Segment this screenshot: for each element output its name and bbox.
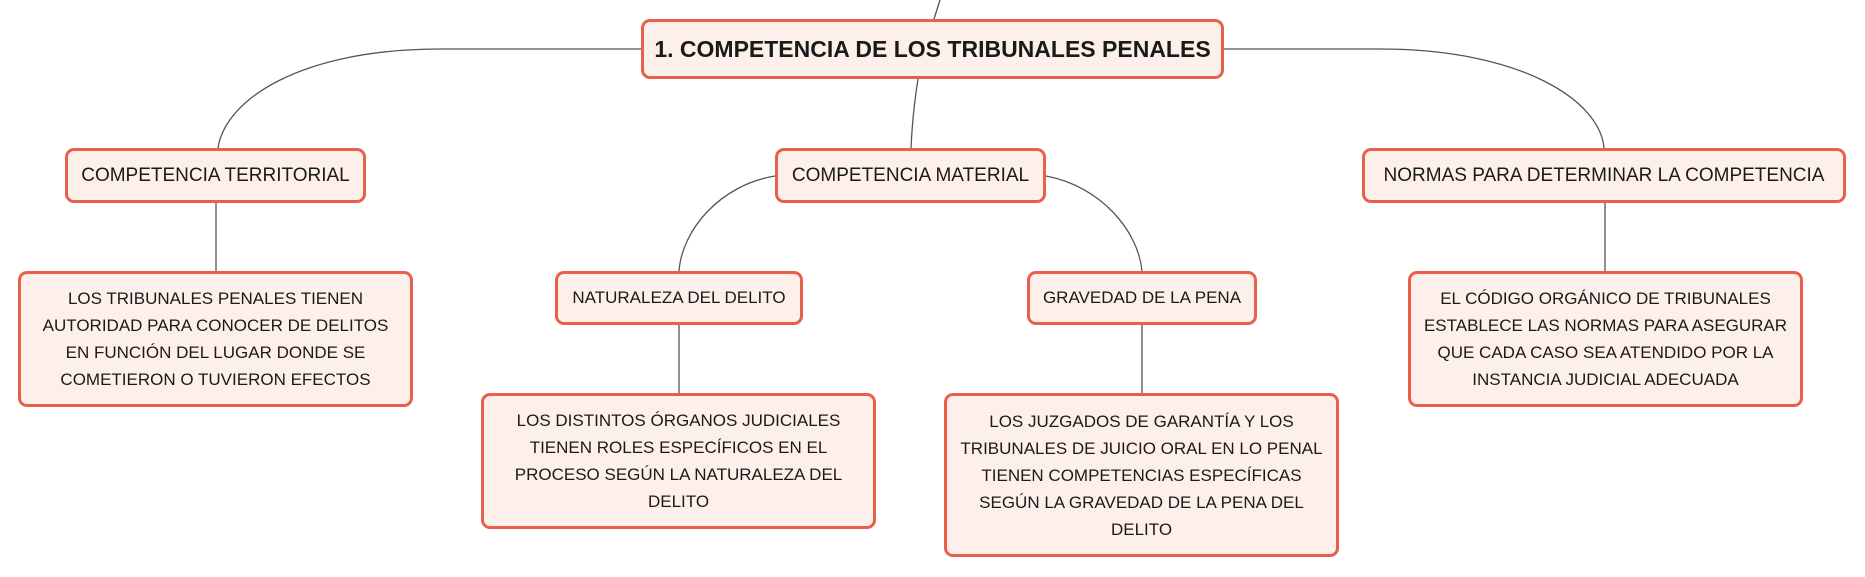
branch-node-material[interactable]: COMPETENCIA MATERIAL bbox=[775, 148, 1046, 203]
connector-root-material bbox=[910, 78, 919, 149]
connector-parent-root bbox=[933, 0, 941, 20]
sub-node-gravedad[interactable]: GRAVEDAD DE LA PENA bbox=[1027, 271, 1257, 325]
branch-node-material-label: COMPETENCIA MATERIAL bbox=[791, 164, 1030, 186]
root-node-label: 1. COMPETENCIA DE LOS TRIBUNALES PENALES bbox=[654, 35, 1211, 62]
sub-node-gravedad-label: GRAVEDAD DE LA PENA bbox=[1042, 288, 1242, 307]
branch-node-territorial-label: COMPETENCIA TERRITORIAL bbox=[81, 164, 350, 186]
sub-node-naturaleza[interactable]: NATURALEZA DEL DELITO bbox=[555, 271, 803, 325]
connector-root-normas bbox=[1224, 48, 1605, 149]
branch-node-normas[interactable]: NORMAS PARA DETERMINAR LA COMPETENCIA bbox=[1362, 148, 1846, 203]
connector-material-naturaleza bbox=[678, 175, 776, 272]
sub-node-naturaleza-label: NATURALEZA DEL DELITO bbox=[572, 288, 786, 307]
leaf-node-normas-description-text: EL CÓDIGO ORGÁNICO DE TRIBUNALES ESTABLE… bbox=[1423, 289, 1788, 389]
leaf-node-normas-description[interactable]: EL CÓDIGO ORGÁNICO DE TRIBUNALES ESTABLE… bbox=[1408, 271, 1803, 407]
branch-node-territorial[interactable]: COMPETENCIA TERRITORIAL bbox=[65, 148, 366, 203]
connector-material-gravedad bbox=[1045, 175, 1143, 272]
root-node[interactable]: 1. COMPETENCIA DE LOS TRIBUNALES PENALES bbox=[641, 19, 1224, 79]
connector-root-territorial bbox=[217, 48, 641, 149]
leaf-node-gravedad-description[interactable]: LOS JUZGADOS DE GARANTÍA Y LOS TRIBUNALE… bbox=[944, 393, 1339, 557]
branch-node-normas-label: NORMAS PARA DETERMINAR LA COMPETENCIA bbox=[1383, 164, 1825, 186]
leaf-node-territorial-description[interactable]: LOS TRIBUNALES PENALES TIENEN AUTORIDAD … bbox=[18, 271, 413, 407]
leaf-node-territorial-description-text: LOS TRIBUNALES PENALES TIENEN AUTORIDAD … bbox=[42, 289, 389, 389]
leaf-node-naturaleza-description[interactable]: LOS DISTINTOS ÓRGANOS JUDICIALES TIENEN … bbox=[481, 393, 876, 529]
leaf-node-gravedad-description-text: LOS JUZGADOS DE GARANTÍA Y LOS TRIBUNALE… bbox=[960, 411, 1323, 539]
leaf-node-naturaleza-description-text: LOS DISTINTOS ÓRGANOS JUDICIALES TIENEN … bbox=[514, 411, 843, 511]
